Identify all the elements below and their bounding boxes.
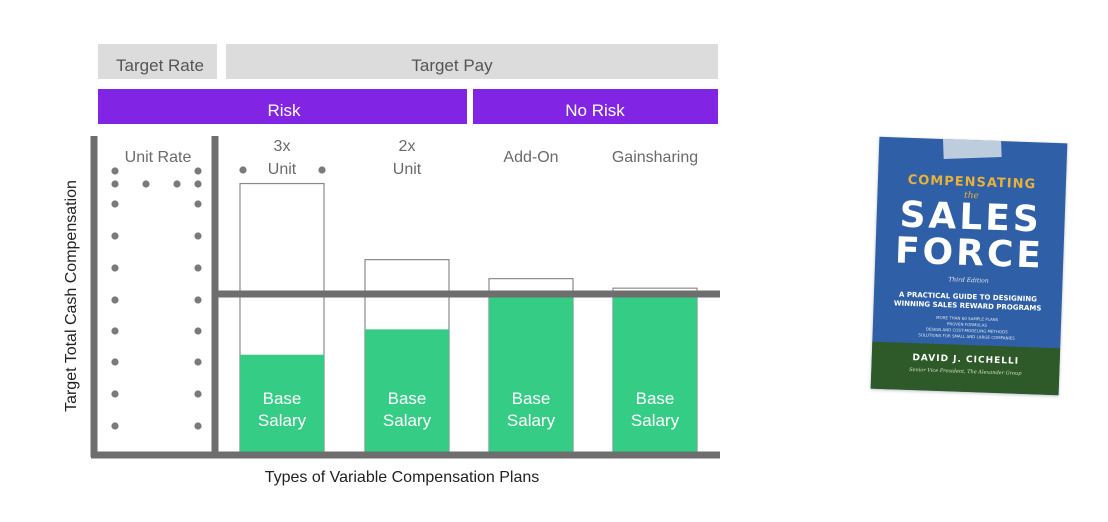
unit-rate-dot	[194, 422, 202, 430]
column-dot	[318, 166, 326, 174]
column-label: Add-On	[503, 149, 558, 166]
unit-rate-dot	[111, 390, 119, 398]
unit-rate-dot	[111, 200, 119, 208]
target-pay-label: Target Pay	[411, 56, 493, 75]
unit-rate-dot	[111, 296, 119, 304]
unit-rate-dot	[111, 358, 119, 366]
base-salary-label: Base	[636, 389, 675, 408]
base-salary-label: Salary	[383, 411, 432, 430]
unit-rate-dot	[111, 167, 119, 175]
base-salary-bar	[365, 329, 449, 453]
base-salary-label: Base	[512, 389, 551, 408]
unit-rate-dot	[111, 327, 119, 335]
unit-rate-label: Unit Rate	[125, 149, 192, 166]
book-bullets: MORE THAN 60 SAMPLE PLANS PROVEN FORMULA…	[872, 313, 1061, 344]
book-footer: DAVID J. CICHELLI Senior Vice President,…	[870, 341, 1061, 396]
book-author-title: Senior Vice President, The Alexander Gro…	[909, 366, 1022, 377]
column-label: Unit	[393, 161, 422, 178]
base-salary-label: Salary	[507, 411, 556, 430]
book-subtitle: A PRACTICAL GUIDE TO DESIGNING WINNING S…	[873, 290, 1062, 315]
target-rate-label: Target Rate	[116, 56, 204, 75]
book-title-line-3: FORCE	[894, 230, 1045, 277]
unit-rate-dot	[194, 232, 202, 240]
unit-rate-dot	[194, 167, 202, 175]
risk-label: Risk	[267, 101, 301, 120]
unit-rate-dot	[111, 232, 119, 240]
risk-band	[98, 89, 467, 124]
tape-strip	[942, 136, 1002, 160]
base-salary-label: Base	[263, 389, 302, 408]
unit-rate-dot	[142, 180, 150, 188]
target-pay-header	[226, 44, 718, 79]
column-label: Gainsharing	[612, 149, 698, 166]
unit-rate-dot	[194, 327, 202, 335]
base-salary-bar	[489, 294, 573, 453]
column-label: Unit	[268, 161, 297, 178]
column-label: 3x	[274, 138, 291, 155]
unit-rate-dot	[194, 296, 202, 304]
x-axis-label: Types of Variable Compensation Plans	[265, 469, 540, 486]
base-salary-label: Salary	[631, 411, 680, 430]
book-cover: COMPENSATING the SALES FORCE Third Editi…	[870, 136, 1068, 396]
unit-rate-dot	[111, 264, 119, 272]
no-risk-band	[473, 89, 718, 124]
unit-rate-dot	[194, 264, 202, 272]
base-salary-label: Base	[388, 389, 427, 408]
no-risk-label: No Risk	[565, 101, 625, 120]
base-salary-label: Salary	[258, 411, 307, 430]
unit-rate-dot	[194, 200, 202, 208]
unit-rate-dot	[194, 390, 202, 398]
unit-rate-dot	[111, 422, 119, 430]
unit-rate-dot	[194, 180, 202, 188]
base-salary-bar	[240, 354, 324, 453]
unit-rate-dot	[194, 358, 202, 366]
compensation-plan-diagram: Target Rate Target Pay Risk No Risk Targ…	[63, 44, 720, 486]
target-rate-header	[98, 44, 217, 79]
y-axis-label: Target Total Cash Compensation	[63, 180, 80, 412]
unit-rate-dot	[173, 180, 181, 188]
base-salary-bar	[613, 294, 697, 453]
unit-rate-dots	[111, 167, 202, 430]
column-label: 2x	[399, 138, 416, 155]
unit-rate-dot	[111, 180, 119, 188]
column-dot	[239, 166, 247, 174]
